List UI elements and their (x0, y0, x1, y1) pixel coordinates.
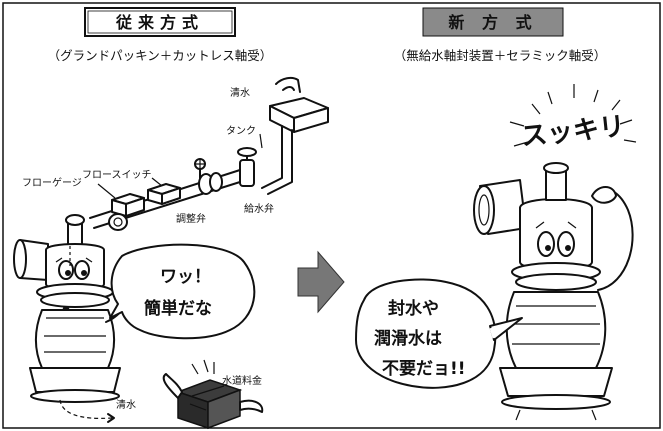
left-speech-bubble: ワッ！ 簡単だな (109, 243, 256, 340)
transition-arrow (297, 250, 345, 314)
left-header-title: 従来方式 (115, 13, 204, 32)
label-adjust-valve: 調整弁 (176, 212, 206, 225)
label-tank: タンク (226, 125, 256, 137)
left-header: 従来方式 (84, 7, 236, 37)
right-speech-bubble: 封水や 潤滑水は 不要だョ!! (355, 278, 523, 389)
right-header: 新 方 式 (422, 7, 564, 37)
right-bubble-line-2: 潤滑水は (374, 328, 442, 349)
flow-gauge (111, 193, 145, 217)
label-clear-water-bottom: 清水 (116, 398, 136, 411)
right-bubble-line-1: 封水や (388, 298, 439, 319)
left-pump-character (13, 214, 127, 423)
right-pump-character: スッキリ (473, 84, 637, 421)
label-clear-water-top: 清水 (230, 86, 250, 99)
left-bubble-line-1: ワッ！ (160, 267, 211, 287)
piping-system (89, 76, 329, 231)
label-water-fee: 水道料金 (222, 374, 262, 387)
right-bubble-line-3: 不要だョ!! (382, 359, 466, 379)
right-header-title: 新 方 式 (448, 13, 537, 32)
label-flow-gauge: フローゲージ (22, 177, 82, 189)
adjust-valve (194, 158, 223, 195)
right-subtitle: （無給水軸封装置＋セラミック軸受） (394, 48, 607, 63)
flow-switch (147, 183, 181, 205)
water-tank (269, 97, 329, 133)
right-exclaim: スッキリ (520, 112, 627, 153)
label-supply-valve: 給水弁 (244, 202, 274, 215)
label-flow-switch: フロースイッチ (82, 169, 152, 181)
left-subtitle: （グランドパッキン＋カットレス軸受） (48, 48, 273, 63)
water-fee-box (162, 359, 264, 430)
supply-valve (237, 147, 257, 187)
left-bubble-line-2: 簡単だな (143, 298, 212, 319)
